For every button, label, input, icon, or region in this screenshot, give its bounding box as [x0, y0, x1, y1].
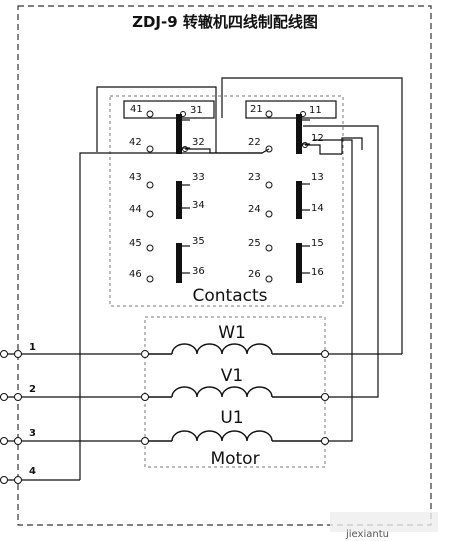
contact-32: 32	[192, 137, 205, 148]
contact-15: 15	[311, 238, 324, 249]
terminal-4: 4	[29, 466, 36, 477]
contact-25: 25	[248, 238, 261, 249]
winding-u1-label: U1	[220, 408, 243, 428]
contact-34: 34	[192, 200, 205, 211]
watermark-logo: jiexiantu	[330, 512, 438, 540]
blade-15-16	[296, 243, 302, 283]
contact-31: 31	[190, 105, 203, 116]
motor-terminals	[141, 350, 329, 445]
left-contact-labels: 41 42 43 44 45 46	[129, 104, 143, 280]
contact-41: 41	[130, 104, 143, 115]
contact-16: 16	[311, 267, 324, 278]
contact-26: 26	[248, 269, 261, 280]
contact-43: 43	[129, 172, 142, 183]
contact-wiring	[79, 125, 402, 480]
contact-13: 13	[311, 172, 324, 183]
contact-22: 22	[248, 137, 261, 148]
contact-frames	[96, 77, 403, 354]
motor-box	[144, 316, 326, 468]
contact-11: 11	[309, 105, 322, 116]
right-contact-labels: 21 22 23 24 25 26	[248, 104, 263, 280]
winding-v1-label: V1	[221, 366, 243, 386]
watermark-text: jiexiantu	[345, 529, 389, 540]
terminal-1: 1	[29, 342, 36, 353]
blade-13-14	[296, 181, 302, 219]
left-blade-labels: 31 32 33 34 35 36	[190, 105, 205, 277]
contact-23: 23	[248, 172, 261, 183]
contact-46: 46	[129, 269, 142, 280]
contact-45: 45	[129, 238, 142, 249]
blade-31-32	[176, 114, 182, 154]
external-terminals	[0, 350, 22, 484]
right-blade-labels: 11 12 13 14 15 16	[309, 105, 324, 278]
blade-stubs	[182, 119, 310, 274]
diagram-title: ZDJ-9 转辙机四线制配线图	[132, 13, 318, 31]
external-lines	[0, 353, 141, 481]
terminal-3: 3	[29, 428, 36, 439]
contact-42: 42	[129, 137, 142, 148]
contact-24: 24	[248, 204, 261, 215]
contacts-box	[109, 95, 344, 307]
terminal-2: 2	[29, 384, 36, 395]
contact-14: 14	[311, 203, 324, 214]
blade-11-12	[296, 114, 302, 154]
contact-36: 36	[192, 266, 205, 277]
contact-33: 33	[192, 172, 205, 183]
blade-35-36	[176, 243, 182, 283]
winding-w1-label: W1	[218, 323, 246, 343]
motor-label: Motor	[210, 449, 259, 469]
contact-35: 35	[192, 236, 205, 247]
outer-border	[17, 5, 432, 526]
motor-windings	[148, 343, 322, 442]
blade-33-34	[176, 181, 182, 219]
contact-blades	[176, 114, 302, 283]
contact-12: 12	[311, 133, 324, 144]
contact-21: 21	[250, 104, 263, 115]
contact-44: 44	[129, 204, 142, 215]
contact-terminals	[146, 110, 308, 283]
contacts-label: Contacts	[193, 286, 268, 306]
